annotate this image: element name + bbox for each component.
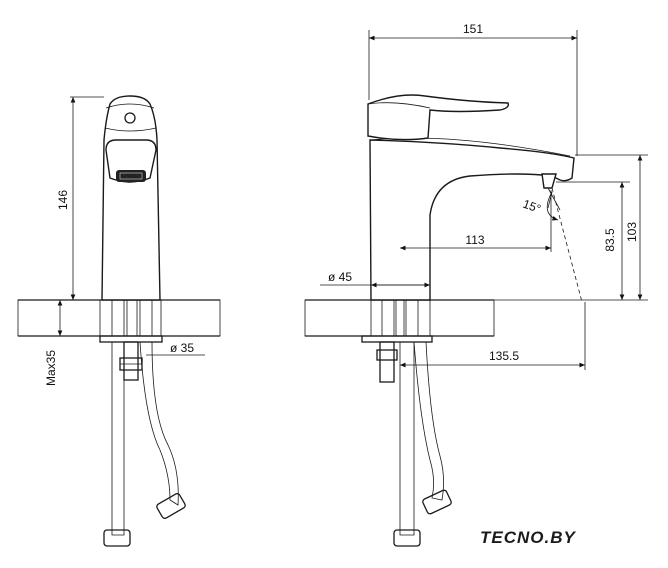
front-view: 146 Max35 ø 35 (17, 95, 221, 547)
side-hose-right (413, 341, 444, 501)
dim-hose-offset: 135.5 (400, 302, 586, 370)
dim-spout-height: 83.5 (556, 181, 630, 300)
watermark-logo: TECNO.BY (480, 528, 577, 547)
side-hose-nut-left (393, 529, 421, 547)
front-hose-nut-right (156, 493, 186, 519)
side-faucet-body (367, 94, 583, 303)
side-hose-nut-right (422, 489, 452, 515)
dim-total-length-label: 151 (463, 22, 483, 36)
side-view: 151 113 ø 45 83.5 103 (304, 22, 648, 547)
dim-base-diameter-label: ø 45 (328, 270, 352, 284)
dim-front-height: 146 (56, 96, 104, 300)
dim-outlet-height: 103 (494, 154, 648, 301)
side-hose-left (399, 341, 415, 536)
front-handle-hole (124, 112, 136, 124)
dim-reach-label: 113 (465, 233, 484, 247)
dim-hole-diameter-label: ø 35 (170, 341, 194, 355)
dim-base-diameter: ø 45 (320, 270, 430, 288)
dim-max-thickness-label: Max35 (44, 350, 58, 386)
dim-reach: 113 (400, 190, 552, 252)
front-faucet-body (101, 95, 161, 301)
side-countertop (304, 299, 495, 337)
dim-spout-height-label: 83.5 (603, 228, 617, 252)
side-mounting-assembly (361, 299, 452, 547)
front-hose-left (111, 341, 125, 536)
side-aerator (541, 173, 557, 189)
dim-swivel-angle-label: 15° (521, 197, 543, 216)
front-hose-right (139, 341, 179, 506)
dim-total-length: 151 (368, 22, 578, 156)
front-hose-nut-left (103, 529, 131, 547)
front-mounting-assembly (99, 299, 186, 547)
dim-outlet-height-label: 103 (625, 222, 639, 242)
dim-hole-diameter: ø 35 (146, 341, 205, 356)
dim-max-thickness: Max35 (44, 300, 63, 386)
dim-front-height-label: 146 (56, 190, 70, 210)
dim-hose-offset-label: 135.5 (489, 349, 519, 363)
dim-swivel-angle: 15° (521, 191, 559, 221)
front-countertop (17, 299, 221, 337)
